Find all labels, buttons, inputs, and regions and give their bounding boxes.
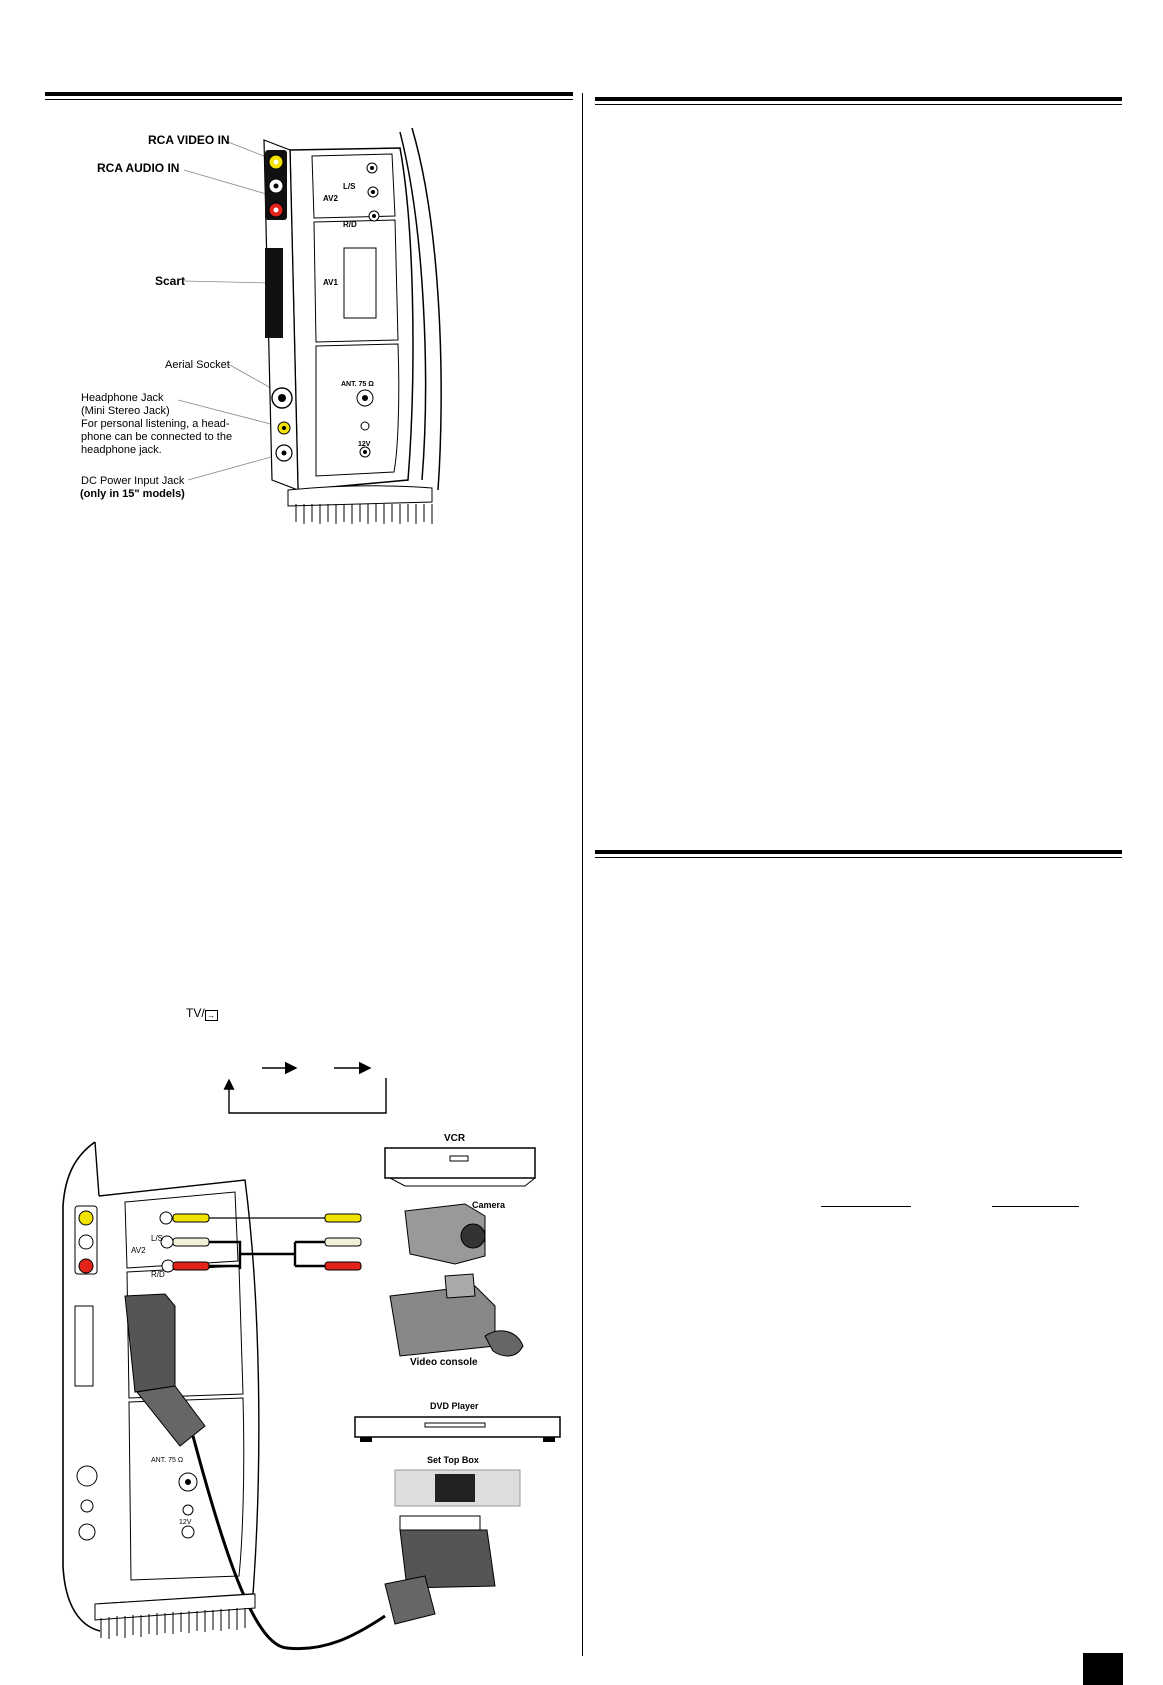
label-headphone-2: (Mini Stereo Jack)	[81, 405, 170, 417]
connection-drawing	[62, 1141, 561, 1651]
label-rca-video-in: RCA VIDEO IN	[148, 133, 230, 147]
connection-diagram: VCR Camera Video console DVD Player Set …	[55, 1133, 565, 1656]
tv-av-label: TV/	[186, 1006, 205, 1020]
side-panel-diagram: RCA VIDEO IN RCA AUDIO IN Scart Aerial S…	[60, 120, 460, 570]
panel-mark-ant-2: ANT. 75 Ω	[151, 1457, 184, 1464]
panel-mark-rd: R/D	[343, 220, 357, 229]
panel-mark-ant: ANT. 75 Ω	[341, 381, 374, 388]
label-dc-power-2: (only in 15" models)	[80, 488, 185, 500]
label-camera: Camera	[472, 1200, 506, 1210]
panel-mark-av2-2: AV2	[131, 1246, 146, 1255]
input-select-icon: →	[204, 1010, 218, 1021]
label-headphone-3: For personal listening, a head-	[81, 418, 230, 430]
panel-mark-av1: AV1	[323, 278, 338, 287]
label-headphone-4: phone can be connected to the	[81, 431, 233, 443]
label-rca-audio-in: RCA AUDIO IN	[97, 161, 180, 175]
label-vcr: VCR	[444, 1133, 466, 1144]
column-divider	[582, 93, 583, 1656]
page-number-block	[1083, 1653, 1123, 1685]
section-rule-right-top	[595, 97, 1122, 105]
panel-mark-av2: AV2	[323, 194, 338, 203]
tv-av-button-ref: TV/→	[186, 1006, 218, 1021]
label-aerial-socket: Aerial Socket	[165, 359, 230, 371]
side-panel-drawing	[177, 127, 442, 524]
label-dvd-player: DVD Player	[430, 1401, 479, 1411]
panel-mark-ls-2: L/S	[151, 1234, 164, 1243]
section-rule-left	[45, 92, 573, 100]
label-set-top-box: Set Top Box	[427, 1455, 479, 1465]
panel-mark-12v: 12V	[358, 441, 371, 448]
panel-mark-ls: L/S	[343, 182, 356, 191]
panel-mark-rd-2: R/D	[151, 1270, 165, 1279]
source-cycle-diagram	[220, 1058, 400, 1118]
label-video-console: Video console	[410, 1357, 478, 1368]
underline-field-2	[992, 1206, 1079, 1207]
panel-mark-12v-2: 12V	[179, 1519, 192, 1526]
label-headphone-1: Headphone Jack	[81, 392, 164, 404]
label-headphone-5: headphone jack.	[81, 444, 162, 456]
underline-field-1	[821, 1206, 911, 1207]
label-dc-power-1: DC Power Input Jack	[81, 475, 185, 487]
section-rule-right-bottom	[595, 850, 1122, 858]
label-scart: Scart	[155, 274, 186, 288]
